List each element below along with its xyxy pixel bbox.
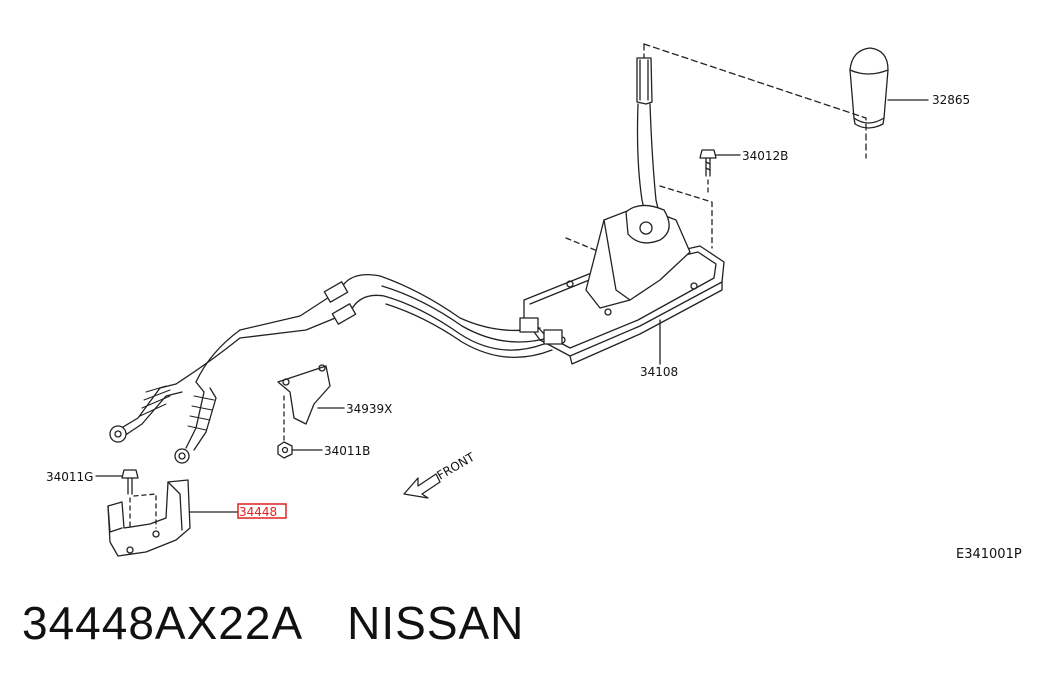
shift-knob[interactable] (849, 47, 889, 129)
label-34011g[interactable]: 34011G (46, 470, 93, 484)
bracket-34448[interactable] (107, 479, 191, 557)
shift-lever[interactable] (636, 57, 663, 227)
label-34011b[interactable]: 34011B (324, 444, 370, 458)
bolt-34011g[interactable] (121, 469, 139, 495)
drawing-code: E341001P (956, 547, 1022, 562)
part-number-title: 34448AX22A NISSAN (22, 596, 568, 650)
bolt-34012b[interactable] (699, 149, 717, 177)
label-34939x[interactable]: 34939X (346, 402, 392, 416)
label-front: FRONT (435, 450, 478, 483)
part-number: 34448AX22A (22, 597, 304, 649)
highlight-box (237, 503, 287, 519)
parts-diagram: 32865 34012B 34108 34939X 34011B 34011G … (46, 43, 1022, 562)
front-arrow-icon (403, 473, 441, 499)
label-34012b[interactable]: 34012B (742, 149, 788, 163)
label-32865[interactable]: 32865 (932, 93, 970, 107)
label-34448[interactable]: 34448 (239, 505, 277, 519)
cable-end-right[interactable] (174, 381, 217, 464)
bracket-34939x[interactable] (277, 364, 331, 425)
shift-cables[interactable] (175, 273, 563, 385)
cable-end-left[interactable] (109, 383, 183, 443)
brand-name: NISSAN (347, 597, 525, 649)
nut-34011b[interactable] (277, 441, 293, 459)
label-34108[interactable]: 34108 (640, 365, 678, 379)
